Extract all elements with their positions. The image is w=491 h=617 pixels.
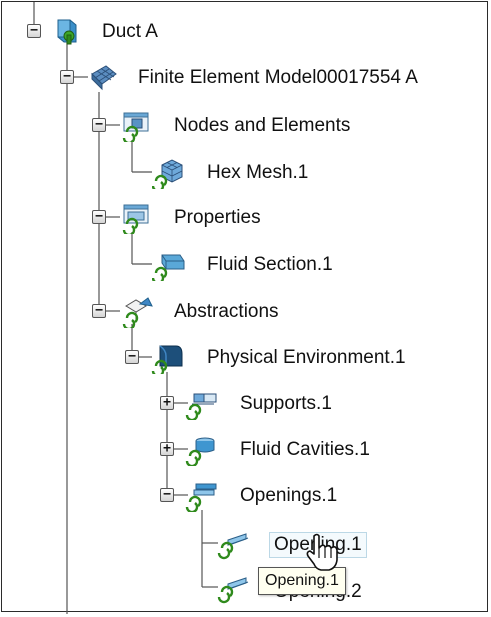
tree-node-label[interactable]: Finite Element Model00017554 A [138, 67, 418, 88]
collapse-toggle[interactable]: − [92, 304, 106, 318]
tree-node-opening-1[interactable]: Opening.1 [2, 528, 482, 560]
opening-icon [216, 572, 256, 604]
collapse-toggle[interactable]: − [27, 24, 41, 38]
tree-node-fluid-section[interactable]: Fluid Section.1 [2, 249, 482, 281]
tree-node-label[interactable]: Properties [174, 207, 261, 228]
tree-node-abstractions[interactable]: − Abstractions [2, 296, 482, 328]
supports-icon [184, 388, 224, 420]
fluid-section-icon [152, 249, 192, 281]
tree-node-finite-element-model[interactable]: − Finite Element Model00017554 A [2, 62, 482, 92]
physical-environment-icon [150, 342, 190, 374]
tree-node-opening-2[interactable]: Opening.2 [2, 572, 482, 604]
tree-node-hex-mesh[interactable]: Hex Mesh.1 [2, 157, 482, 189]
abstractions-icon [118, 296, 158, 328]
collapse-toggle[interactable]: − [160, 488, 174, 502]
openings-icon [184, 480, 224, 512]
tree-node-label[interactable]: Nodes and Elements [174, 115, 351, 136]
tree-node-label[interactable]: Abstractions [174, 301, 279, 322]
tree-node-physical-environment[interactable]: − Physical Environment.1 [2, 342, 482, 374]
opening-icon [216, 528, 256, 560]
tree-node-properties[interactable]: − Properties [2, 202, 482, 234]
hex-mesh-icon [152, 157, 192, 189]
tree-node-supports[interactable]: + Supports.1 [2, 388, 482, 420]
collapse-toggle[interactable]: − [125, 350, 139, 364]
tree-node-label[interactable]: Hex Mesh.1 [207, 162, 309, 183]
tree-node-label[interactable]: Supports.1 [240, 393, 332, 414]
expand-toggle[interactable]: + [160, 396, 174, 410]
collapse-toggle[interactable]: − [92, 118, 106, 132]
nodes-and-elements-icon [118, 110, 158, 142]
tooltip: Opening.1 [258, 567, 346, 595]
tree-node-label[interactable]: Fluid Cavities.1 [240, 439, 370, 460]
properties-icon [118, 202, 158, 234]
product-icon [52, 16, 92, 48]
tree-node-label[interactable]: Physical Environment.1 [207, 347, 406, 368]
collapse-toggle[interactable]: − [92, 210, 106, 224]
expand-toggle[interactable]: + [160, 442, 174, 456]
tree-node-label[interactable]: Duct A [102, 21, 158, 42]
tree-node-label[interactable]: Fluid Section.1 [207, 254, 333, 275]
collapse-toggle[interactable]: − [60, 70, 74, 84]
hand-cursor-icon [302, 532, 342, 579]
tree-node-duct-a[interactable]: − Duct A [2, 16, 482, 46]
tree-node-nodes-and-elements[interactable]: − Nodes and Elements [2, 110, 482, 142]
tree-node-label[interactable]: Openings.1 [240, 485, 338, 506]
tree-node-openings[interactable]: − Openings.1 [2, 480, 482, 512]
finite-element-model-icon [86, 62, 126, 94]
fluid-cavities-icon [184, 434, 224, 466]
tree-node-fluid-cavities[interactable]: + Fluid Cavities.1 [2, 434, 482, 466]
